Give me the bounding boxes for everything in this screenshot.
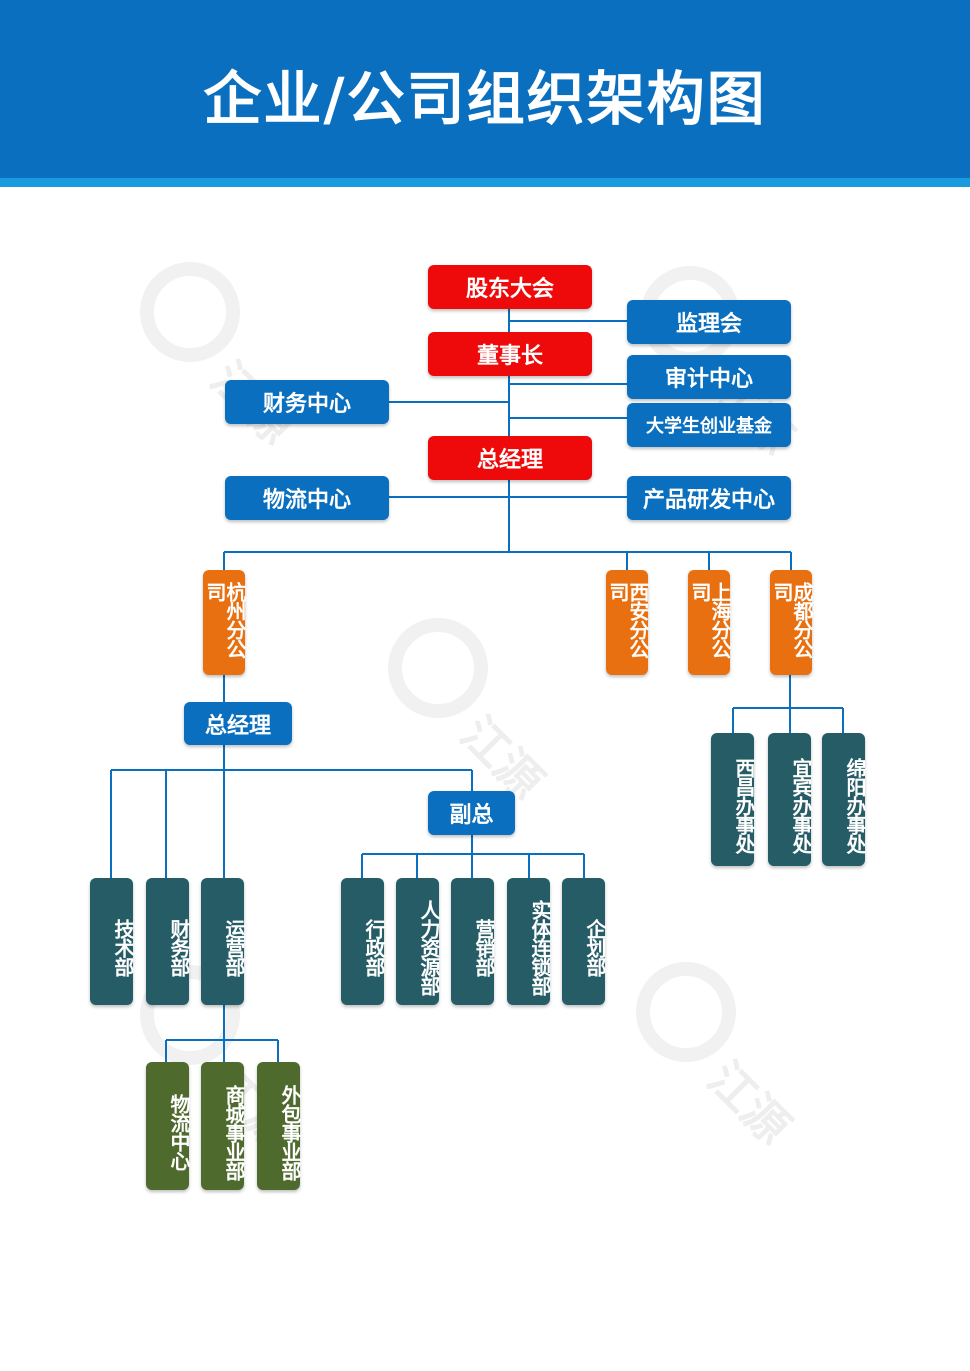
supervisory-board-box: 监理会 <box>627 300 791 344</box>
operations-unit-box: 商城事业部 <box>201 1062 246 1190</box>
department-box: 财务部 <box>146 878 191 1005</box>
audit-center-box: 审计中心 <box>627 355 791 399</box>
header-stripe <box>0 178 970 187</box>
chairman-box: 董事长 <box>428 332 592 376</box>
page-title: 企业/公司组织架构图 <box>203 65 767 133</box>
office-box: 宜宾办事处 <box>768 733 813 866</box>
department-box: 营销部 <box>451 878 496 1005</box>
general-manager-box: 总经理 <box>428 436 592 480</box>
department-box: 技术部 <box>90 878 135 1005</box>
student-fund-box: 大学生创业基金 <box>627 403 791 447</box>
department-box: 人力资源部 <box>396 878 441 1005</box>
branch-xian: 西安分公司 <box>606 570 650 675</box>
operations-unit-box: 外包事业部 <box>257 1062 302 1190</box>
header-banner <box>0 0 970 178</box>
office-box: 绵阳办事处 <box>822 733 867 866</box>
department-box: 实体连锁部 <box>507 878 552 1005</box>
operations-unit-box: 物流中心 <box>146 1062 191 1190</box>
hangzhou-general-manager-box: 总经理 <box>184 702 292 745</box>
hangzhou-deputy-box: 副总 <box>428 791 515 835</box>
branch-shanghai: 上海分公司 <box>688 570 732 675</box>
department-box: 运营部 <box>201 878 246 1005</box>
department-box: 行政部 <box>341 878 386 1005</box>
shareholders-meeting-box: 股东大会 <box>428 265 592 309</box>
logistics-center-box: 物流中心 <box>225 476 389 520</box>
department-box: 企划部 <box>562 878 607 1005</box>
finance-center-box: 财务中心 <box>225 380 389 424</box>
branch-chengdu: 成都分公司 <box>770 570 814 675</box>
office-box: 西昌办事处 <box>711 733 756 866</box>
branch-hangzhou: 杭州分公司 <box>203 570 247 675</box>
rd-center-box: 产品研发中心 <box>627 476 791 520</box>
